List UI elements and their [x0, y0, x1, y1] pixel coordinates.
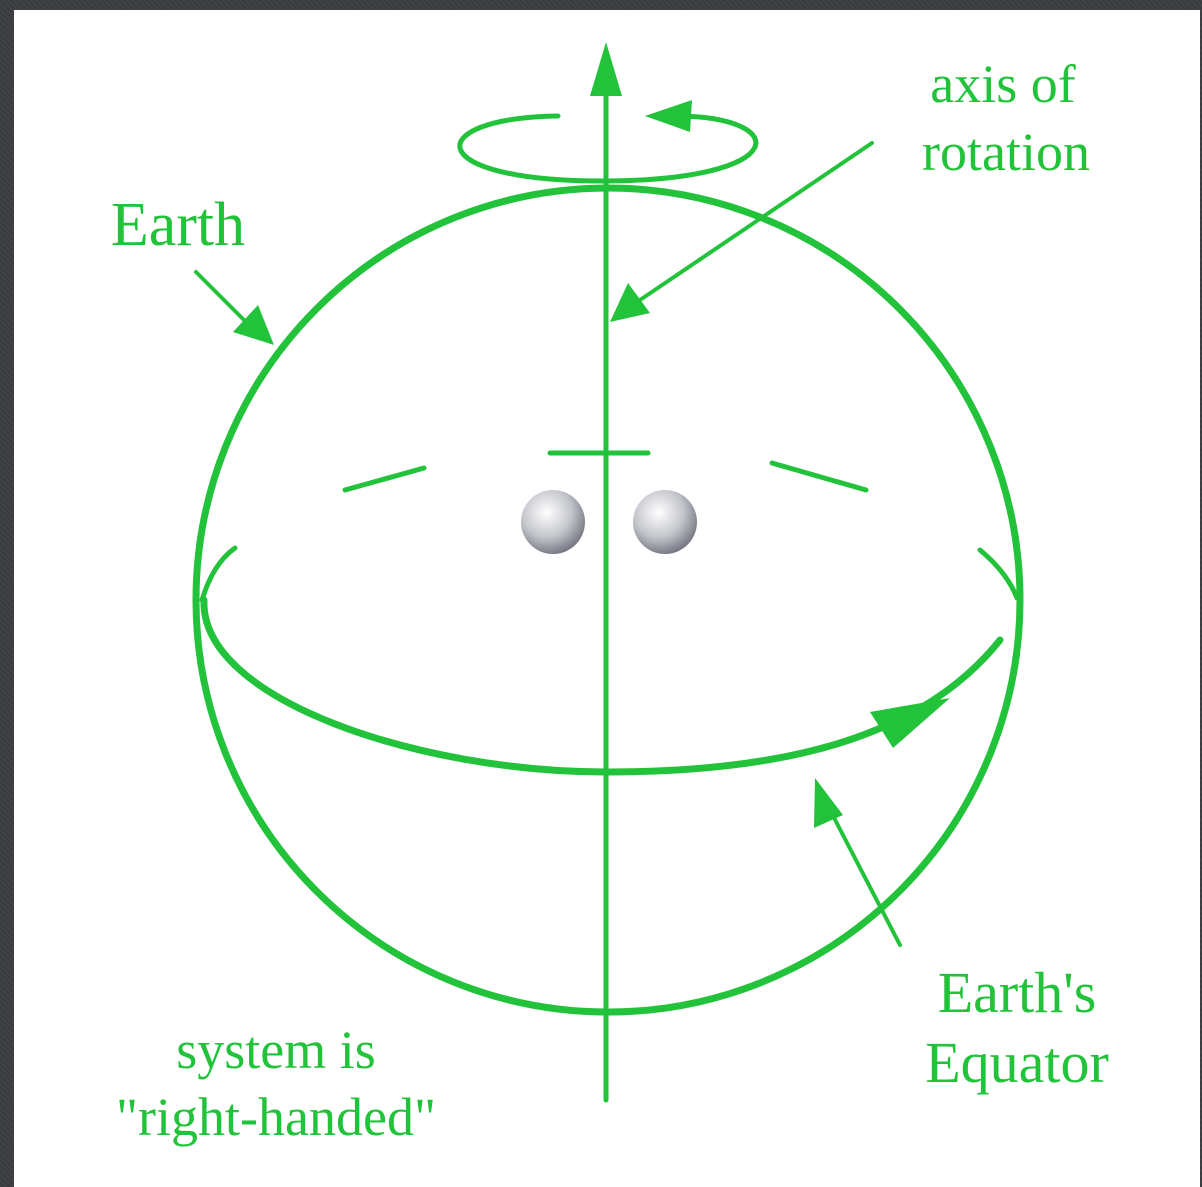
equator-back-dash	[202, 548, 235, 600]
equator-pointer-arrowhead	[814, 778, 843, 828]
axis-pointer-line	[640, 143, 872, 300]
axis-label-line1: axis of	[930, 54, 1075, 114]
equator-back-dash	[772, 463, 866, 490]
earth-label: Earth	[111, 191, 245, 259]
system-label-line2: "right-handed"	[116, 1087, 436, 1147]
axis-label-line2: rotation	[922, 122, 1090, 182]
equator-label-line1: Earth's	[938, 960, 1097, 1025]
equator-line	[204, 600, 1000, 772]
equator-arrowhead	[870, 698, 950, 748]
system-label-line1: system is	[176, 1020, 376, 1080]
equator-label-line2: Equator	[925, 1030, 1109, 1095]
earth-rotation-diagram: axis of rotation Earth Earth's Equator s…	[14, 10, 1200, 1187]
axis-arrowhead	[590, 42, 622, 96]
equator-back-dash	[345, 468, 424, 490]
equator-back-dash	[980, 550, 1017, 598]
earth-pointer-line	[196, 272, 250, 326]
earth-pointer-arrowhead	[233, 305, 274, 345]
diagram-panel: axis of rotation Earth Earth's Equator s…	[14, 10, 1200, 1187]
ellipsis-dot-icon	[633, 490, 697, 554]
ellipsis-dot-icon	[521, 490, 585, 554]
rotation-arrowhead	[645, 100, 692, 132]
axis-pointer-arrowhead	[610, 283, 650, 322]
